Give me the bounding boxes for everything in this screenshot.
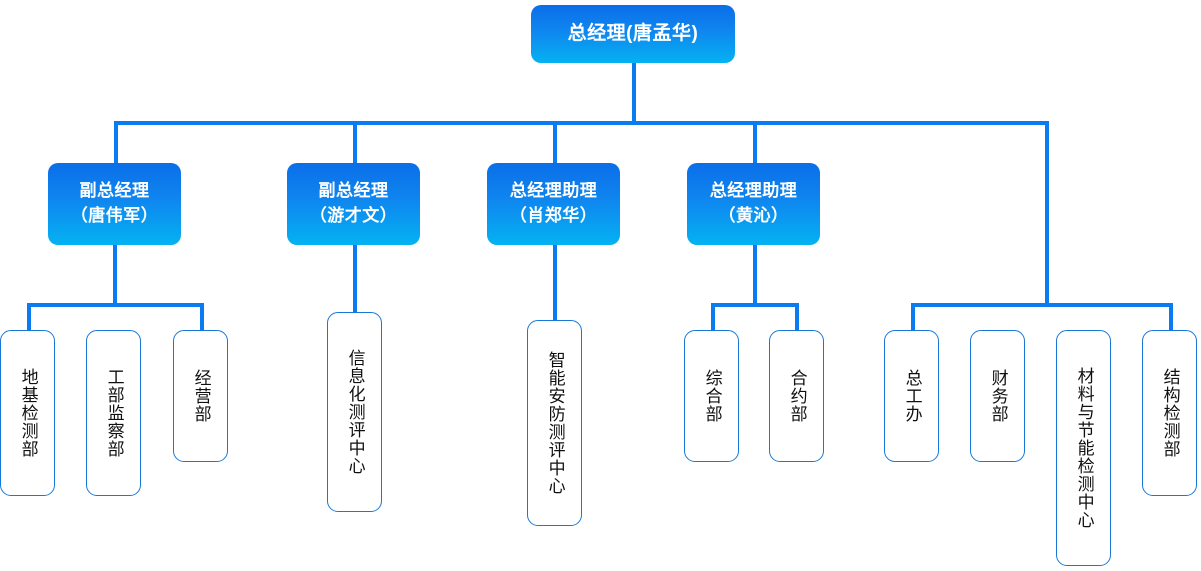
node-vice-general-manager-tangweijun[interactable]: 副总经理 （唐伟军）	[48, 163, 181, 245]
node-department-jingying[interactable]: 经营部	[173, 330, 228, 462]
connector-vp1-to-jingying	[200, 303, 204, 331]
node-vice-general-manager-youcaiwen[interactable]: 副总经理 （游才文）	[287, 163, 420, 245]
node-vp2-person: （游才文）	[309, 206, 398, 225]
node-department-zonggongban[interactable]: 总工办	[884, 330, 939, 462]
connector-level2-bus	[114, 121, 1049, 125]
connector-right-to-jiegou	[1169, 303, 1173, 331]
connector-vp1-bus	[27, 303, 204, 307]
node-general-manager[interactable]: 总经理(唐孟华)	[531, 5, 735, 63]
node-department-caiwu[interactable]: 财务部	[970, 330, 1025, 462]
node-vp1-title: 副总经理	[79, 181, 150, 201]
node-department-caiwu-label: 财务部	[988, 369, 1008, 423]
connector-bus-to-vp1	[114, 121, 118, 164]
node-vp1-person: （唐伟军）	[70, 206, 159, 225]
node-department-diji-jiance-label: 地基检测部	[18, 368, 38, 458]
node-department-zonghe[interactable]: 综合部	[684, 330, 739, 462]
connector-bus-to-right-group	[1045, 121, 1049, 307]
node-department-zonghe-label: 综合部	[702, 369, 722, 423]
node-department-jingying-label: 经营部	[191, 369, 211, 423]
node-department-zhineng-anfang-ceping-zhongxin[interactable]: 智能安防测评中心	[527, 320, 582, 526]
node-asst2-title: 总经理助理	[709, 181, 798, 201]
connector-asst1-to-zhineng	[553, 245, 557, 320]
connector-vp2-to-xinxihua	[353, 245, 357, 313]
node-gm-assistant-xiaozhenghua[interactable]: 总经理助理 （肖郑华）	[487, 163, 620, 245]
connector-right-to-zonggongban	[911, 303, 915, 331]
connector-asst2-to-heyue	[795, 303, 799, 331]
node-department-jiegou-jiance[interactable]: 结构检测部	[1142, 330, 1197, 496]
connector-vp1-to-diji	[27, 303, 31, 331]
connector-bus-to-asst2	[753, 121, 757, 164]
connector-right-group-bus	[911, 303, 1173, 307]
node-department-heyue-label: 合约部	[787, 369, 807, 423]
node-department-heyue[interactable]: 合约部	[769, 330, 824, 462]
connector-gm-stem	[632, 62, 636, 124]
node-general-manager-label: 总经理(唐孟华)	[567, 23, 699, 45]
node-department-diji-jiance[interactable]: 地基检测部	[0, 330, 55, 496]
connector-asst2-to-zonghe	[711, 303, 715, 331]
connector-vp1-stem	[113, 245, 117, 305]
node-department-cailiao-jieneng-jiance-zhongxin-label: 材料与节能检测中心	[1074, 367, 1094, 529]
node-department-gongbu-jiancha-label: 工部监察部	[104, 368, 124, 458]
node-asst1-person: （肖郑华）	[509, 206, 598, 225]
node-department-xinxihua-ceping-zhongxin[interactable]: 信息化测评中心	[327, 312, 382, 512]
node-department-zhineng-anfang-ceping-zhongxin-label: 智能安防测评中心	[545, 351, 565, 495]
connector-asst2-bus	[711, 303, 799, 307]
connector-bus-to-asst1	[553, 121, 557, 164]
connector-asst2-stem	[753, 245, 757, 305]
node-vp2-title: 副总经理	[318, 181, 389, 201]
node-department-xinxihua-ceping-zhongxin-label: 信息化测评中心	[345, 349, 365, 475]
connector-bus-to-vp2	[353, 121, 357, 164]
node-department-gongbu-jiancha[interactable]: 工部监察部	[86, 330, 141, 496]
node-department-cailiao-jieneng-jiance-zhongxin[interactable]: 材料与节能检测中心	[1056, 330, 1111, 566]
node-department-zonggongban-label: 总工办	[902, 369, 922, 423]
node-gm-assistant-huangqin[interactable]: 总经理助理 （黄沁）	[687, 163, 820, 245]
node-department-jiegou-jiance-label: 结构检测部	[1160, 368, 1180, 458]
node-asst2-person: （黄沁）	[718, 206, 789, 225]
node-asst1-title: 总经理助理	[509, 181, 598, 201]
